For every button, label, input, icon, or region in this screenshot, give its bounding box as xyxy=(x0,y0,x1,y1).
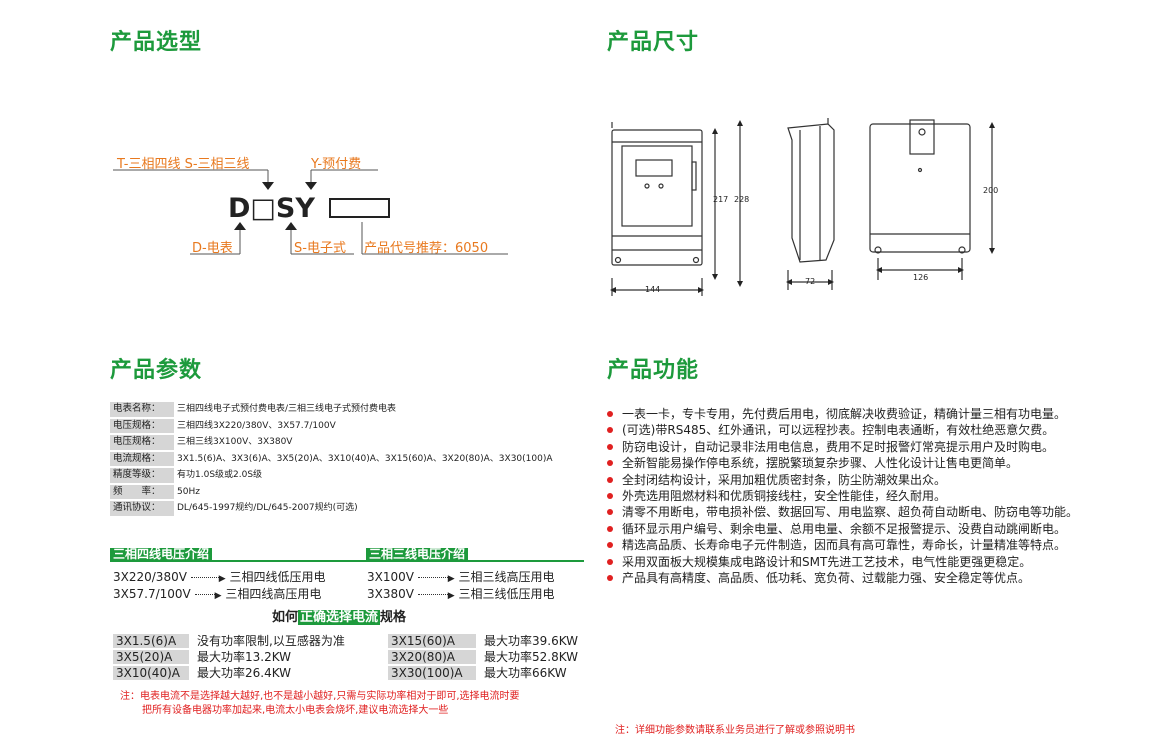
dim-back-h: 200 xyxy=(983,186,999,195)
voltage-divider xyxy=(110,560,584,562)
dim-back-w: 126 xyxy=(913,273,929,282)
label-product-code: 产品代号推荐：6050 xyxy=(364,241,489,256)
list-item: 全封闭结构设计，采用加粗优质密封条，防尘防潮效果出众。 xyxy=(605,472,1089,488)
list-item: (可选)带RS485、红外通讯，可以远程抄表。控制电表通断，有效杜绝恶意欠费。 xyxy=(605,422,1089,438)
list-item: 防窃电设计，自动记录非法用电信息，费用不足时报警灯常亮提示用户及时购电。 xyxy=(605,439,1089,455)
label-wiring-type: T-三相四线 S-三相三线 xyxy=(117,157,250,172)
label-electronic: S-电子式 xyxy=(294,241,346,256)
label-meter: D-电表 xyxy=(192,241,233,256)
voltage-row: 3X380V ▶ 三相三线低压用电 xyxy=(367,587,555,601)
voltage-row: 3X100V ▶ 三相三线高压用电 xyxy=(367,570,555,584)
list-item: 采用双面板大规模集成电路设计和SMT先进工艺技术，电气性能更强更稳定。 xyxy=(605,554,1089,570)
list-item: 全新智能易操作停电系统，摆脱繁琐复杂步骤、人性化设计让售电更简单。 xyxy=(605,455,1089,471)
voltage-row: 3X57.7/100V ▶ 三相四线高压用电 xyxy=(113,587,322,601)
dim-front-h1: 217 xyxy=(713,195,729,204)
label-prepaid: Y-预付费 xyxy=(311,157,362,172)
dimension-drawing xyxy=(610,118,995,296)
list-item: 外壳选用阻燃材料和优质铜接线柱，安全性能佳，经久耐用。 xyxy=(605,488,1089,504)
section-title-dimension: 产品尺寸 xyxy=(607,30,700,55)
note-current-line1: 注：电表电流不是选择越大越好,也不是越小越好,只需与实际功率相对于即可,选择电流… xyxy=(120,691,520,702)
dim-front-w: 144 xyxy=(645,285,661,294)
howto-heading: 如何正确选择电流规格 xyxy=(272,610,407,625)
table-row: 电压规格：三相四线3X220/380V、3X57.7/100V xyxy=(110,417,580,434)
table-row: 电流规格：3X1.5(6)A、3X3(6)A、3X5(20)A、3X10(40)… xyxy=(110,450,580,467)
list-item: 清零不用断电，带电损补偿、数据回写、用电监察、超负荷自动断电、防窃电等功能。 xyxy=(605,504,1089,520)
four-wire-title: 三相四线电压介绍 xyxy=(110,548,213,561)
section-title-params: 产品参数 xyxy=(110,358,203,383)
note-features: 注：详细功能参数请联系业务员进行了解或参照说明书 xyxy=(615,725,855,736)
table-row: 电表名称：三相四线电子式预付费电表/三相三线电子式预付费电表 xyxy=(110,402,580,418)
voltage-row: 3X220/380V ▶ 三相四线低压用电 xyxy=(113,570,326,584)
list-item: 产品具有高精度、高品质、低功耗、宽负荷、过载能力强、安全稳定等优点。 xyxy=(605,570,1089,586)
list-item: 循环显示用户编号、剩余电量、总用电量、余额不足报警提示、没费自动跳闸断电。 xyxy=(605,521,1089,537)
dim-front-h2: 228 xyxy=(734,195,750,204)
features-list: 一表一卡，专卡专用，先付费后用电，彻底解决收费验证，精确计量三相有功电量。 (可… xyxy=(605,406,1089,586)
list-item: 精选高品质、长寿命电子元件制造，因而具有高可靠性，寿命长，计量精准等特点。 xyxy=(605,537,1089,553)
three-wire-title: 三相三线电压介绍 xyxy=(366,548,469,561)
table-row: 频 率：50Hz xyxy=(110,483,580,500)
table-row: 精度等级：有功1.0S级或2.0S级 xyxy=(110,467,580,484)
section-title-features: 产品功能 xyxy=(607,358,700,383)
model-code: D□SY xyxy=(228,193,315,224)
section-title-selection: 产品选型 xyxy=(110,30,203,55)
table-row: 电压规格：三相三线3X100V、3X380V xyxy=(110,434,580,451)
list-item: 一表一卡，专卡专用，先付费后用电，彻底解决收费验证，精确计量三相有功电量。 xyxy=(605,406,1089,422)
table-row: 通讯协议：DL/645-1997规约/DL/645-2007规约(可选) xyxy=(110,500,580,517)
params-table: 电表名称：三相四线电子式预付费电表/三相三线电子式预付费电表 电压规格：三相四线… xyxy=(110,402,580,518)
note-current-line2: 把所有设备电器功率加起来,电流太小电表会烧坏,建议电流选择大一些 xyxy=(142,705,449,716)
dim-side-w: 72 xyxy=(805,277,816,286)
